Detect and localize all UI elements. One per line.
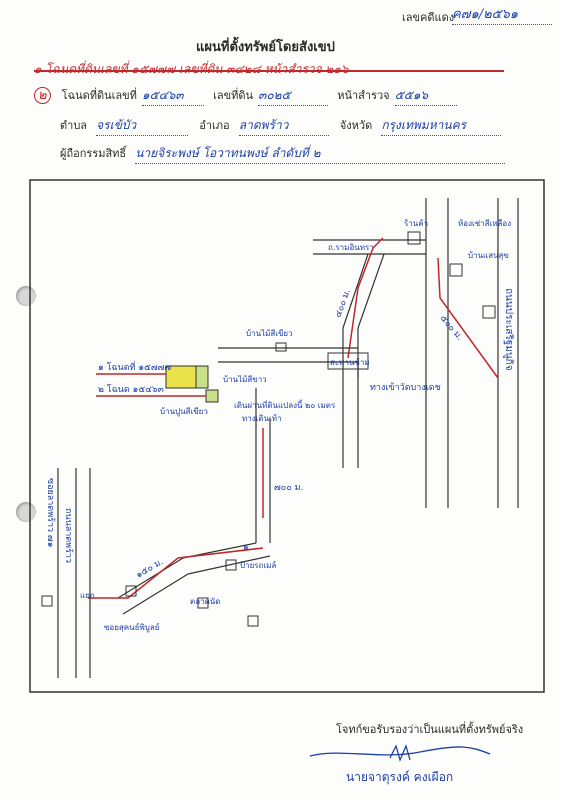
map-frame [29, 179, 545, 693]
road-top-label: ถ.รามอินทรา [328, 243, 374, 252]
location-line: ตำบล จรเข้บัว อำเภอ ลาดพร้าว จังหวัด กรุ… [60, 114, 520, 136]
brick-house-label: บ้านปูนสีเขียว [160, 407, 208, 417]
building-left [41, 595, 53, 607]
building-school [482, 305, 496, 319]
survey-value: ๕๕๑๖ [394, 86, 457, 106]
lot-highlight-3 [205, 389, 219, 403]
lot-highlight-2 [195, 365, 209, 389]
dist-400-label: ๔๐๐ ม. [333, 288, 352, 319]
canal-path-label: ทางเข้าวัดบางเดช [370, 382, 441, 393]
lot1-label: ๑ โฉนดที่ ๑๕๗๗๗ [98, 360, 171, 373]
road-left-label: ถนนลาดพร้าว [63, 508, 74, 563]
subdistrict-value: จรเข้บัว [96, 116, 189, 136]
building-market [197, 597, 209, 609]
punch-hole-top [16, 286, 36, 306]
road-vertical-soi [255, 388, 271, 543]
district-value: ลาดพร้าว [238, 116, 329, 136]
bus-stop-label: ป้ายรถเมล์ [240, 560, 276, 570]
house-upper-label: บ้านไม้สีเขียว [246, 329, 293, 338]
road-middle [218, 347, 359, 468]
building-shop-lower [125, 585, 137, 597]
soi-left-label: ซอยลาดพร้าว ๗๑ [45, 478, 56, 547]
junction-label: แยก [80, 591, 95, 600]
owner-value: นายจิระพงษ์ โอวาทนพงษ์ ลำดับที่ ๒ [135, 144, 506, 164]
deed-label: โฉนดที่ดินเลขที่ [61, 90, 137, 102]
road-right [425, 198, 519, 508]
subdistrict-label: ตำบล [60, 120, 88, 132]
signature [309, 744, 491, 762]
bridge-label: สะพานข้าม [330, 358, 370, 367]
shop-label: ร้านค้า [404, 219, 428, 228]
land-no-label: เลขที่ดิน [213, 90, 254, 102]
signer-name: นายจาตุรงค์ คงเผือก [346, 770, 454, 784]
deed-line-2: ๒ โฉนดที่ดินเลขที่ ๑๕๔๖๓ เลขที่ดิน ๓๐๒๕ … [34, 84, 514, 106]
deed-line-1: ๑ โฉนดที่ดินเลขที่ ๑๕๗๗๗ เลขที่ดิน ๓๔๒๘ … [34, 58, 504, 80]
rent-shop-label: ห้องเช่าสีเหลือง [458, 219, 511, 228]
location-map: ถนนประเสริฐมนูกิจ ถ.รามอินทรา ๔๐๐ ม. ๕๐๐… [29, 179, 545, 693]
dist-150-label: ๑๕๐ ม. [135, 557, 166, 580]
province-label: จังหวัด [339, 120, 373, 132]
temple-left-label: ซอยสุคนธ์พิบูลย์ [104, 622, 159, 633]
deed-line-1-text: ๑ โฉนดที่ดินเลขที่ ๑๕๗๗๗ เลขที่ดิน ๓๔๒๘ … [34, 62, 349, 76]
walk-dist-label: เดินผ่านที่ดินแปลงนี้ ๒๐ เมตร [234, 399, 336, 410]
building-bus [225, 559, 237, 571]
road-top [313, 239, 426, 255]
dist-500-label: ๕๐๐ ม. [438, 314, 465, 343]
road-left [57, 468, 91, 678]
owner-line: ผู้ถือกรรมสิทธิ์ นายจิระพงษ์ โอวาทนพงษ์ … [60, 142, 520, 164]
soi-1-label: ๑ [243, 543, 249, 553]
land-no-value: ๓๐๒๕ [258, 86, 329, 106]
route-right [437, 257, 499, 379]
building-house-upper [275, 342, 287, 352]
survey-label: หน้าสำรวจ [337, 90, 390, 102]
dist-700-label: ๗๐๐ ม. [274, 483, 303, 493]
building-clinic [247, 615, 259, 627]
house-wood-label: บ้านไม้สีขาว [223, 375, 267, 384]
circle-number: ๒ [34, 87, 51, 104]
market-label: ตลาดนัด [190, 597, 220, 606]
building-rent [449, 263, 463, 277]
province-value: กรุงเทพมหานคร [381, 116, 502, 136]
bridge [327, 352, 369, 370]
certify-text: โจทก์ขอรับรองว่าเป็นแผนที่ตั้งทรัพย์จริง [336, 724, 524, 736]
strike-line [34, 70, 504, 72]
case-ref-value: ค๗๑/๒๕๖๑ [452, 3, 552, 25]
small-path-label: ทางเดินเท้า [242, 414, 282, 423]
page-title: แผนที่ตั้งทรัพย์โดยสังเขป [196, 39, 335, 54]
owner-label: ผู้ถือกรรมสิทธิ์ [60, 148, 127, 160]
building-shop [407, 231, 421, 245]
route-lower [88, 547, 264, 599]
case-ref-label: เลขคดีแดง [402, 12, 455, 24]
district-label: อำเภอ [199, 120, 230, 132]
village-top-label: บ้านแสนสุข [468, 251, 509, 260]
road-right-label: ถนนประเสริฐมนูกิจ [503, 288, 514, 371]
deed-value: ๑๕๔๖๓ [142, 86, 205, 106]
route-upper [347, 237, 384, 359]
punch-hole-bottom [16, 502, 36, 522]
lot2-label: ๒ โฉนด ๑๕๔๖๓ [98, 384, 164, 395]
